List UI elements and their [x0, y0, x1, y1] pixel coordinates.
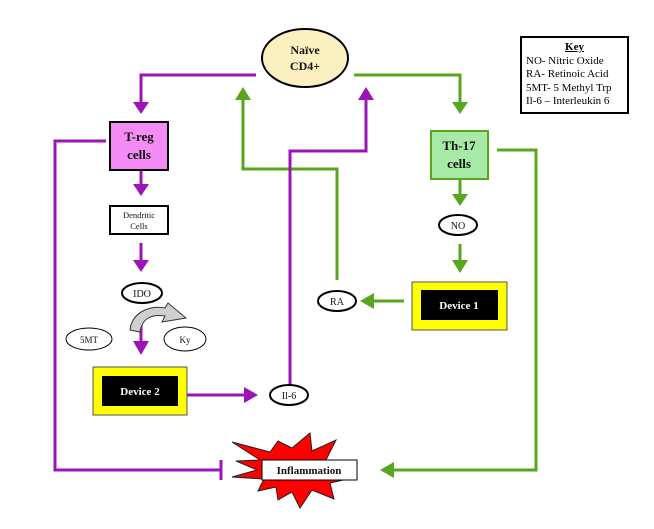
th17-line1: Th-17 [442, 138, 476, 153]
arrowhead-device1 [452, 260, 468, 273]
treg-line2: cells [127, 147, 151, 162]
key-legend: Key NO- Nitric Oxide RA- Retinoic Acid 5… [520, 36, 629, 114]
inflammation-label: Inflammation [277, 465, 342, 477]
key-entry-5mt: 5MT- 5 Methyl Trp [526, 81, 612, 94]
node-naive-cd4: Naïve CD4+ [261, 28, 349, 88]
edge-naive-to-th17 [354, 73, 462, 104]
arrowhead-il6 [244, 387, 258, 403]
node-5mt: 5MT [65, 327, 113, 351]
fivemt-label: 5MT [80, 335, 99, 345]
key-entry-il6: Il-6 – Interleukin 6 [526, 95, 610, 107]
ido-curved-arrow [129, 302, 188, 333]
naive-line2: CD4+ [290, 59, 320, 73]
edge-th17-to-inflammation [392, 148, 538, 472]
ido-label: IDO [133, 289, 151, 300]
node-treg-cells: T-reg cells [109, 121, 169, 171]
arrowhead-no [452, 194, 468, 206]
edge-naive-to-treg [139, 73, 256, 104]
edge-treg-inhibits-inflammation [53, 139, 221, 472]
key-title: Key [565, 41, 584, 53]
ky-label: Ky [180, 335, 191, 345]
arrowhead-dendritic [133, 184, 149, 196]
node-device-2: Device 2 [92, 366, 188, 416]
device2-label: Device 2 [120, 386, 160, 398]
node-no: NO [438, 214, 478, 236]
arrowhead-ido [133, 260, 149, 272]
node-th17-cells: Th-17 cells [430, 130, 489, 180]
arrowhead-th17 [452, 102, 468, 114]
no-label: NO [451, 221, 465, 232]
arrowhead-device2 [133, 341, 149, 355]
dendritic-line1: Dendritic [123, 210, 155, 220]
edge-il6-to-naive [288, 98, 368, 385]
node-ido: IDO [121, 282, 163, 304]
key-entry-no: NO- Nitric Oxide [526, 54, 604, 67]
node-il6: Il-6 [269, 384, 309, 406]
node-ra: RA [317, 290, 357, 312]
device1-label: Device 1 [439, 300, 478, 312]
naive-line1: Naïve [290, 43, 320, 57]
arrowhead-ra [360, 293, 374, 309]
il6-label: Il-6 [282, 391, 296, 402]
arrowhead-treg [133, 102, 149, 114]
node-ky: Ky [163, 326, 207, 352]
node-device-1: Device 1 [411, 281, 508, 331]
key-entry-ra: RA- Retinoic Acid [526, 68, 609, 80]
th17-line2: cells [447, 156, 471, 171]
arrowhead-ra-naive [235, 87, 251, 100]
node-inflammation: Inflammation [231, 432, 358, 509]
ra-label: RA [330, 297, 345, 308]
dendritic-line2: Cells [130, 221, 147, 231]
treg-line1: T-reg [124, 129, 154, 144]
arrowhead-il6-naive [358, 87, 374, 100]
arrowhead-inflammation [380, 462, 394, 478]
node-dendritic-cells: Dendritic Cells [109, 205, 169, 235]
